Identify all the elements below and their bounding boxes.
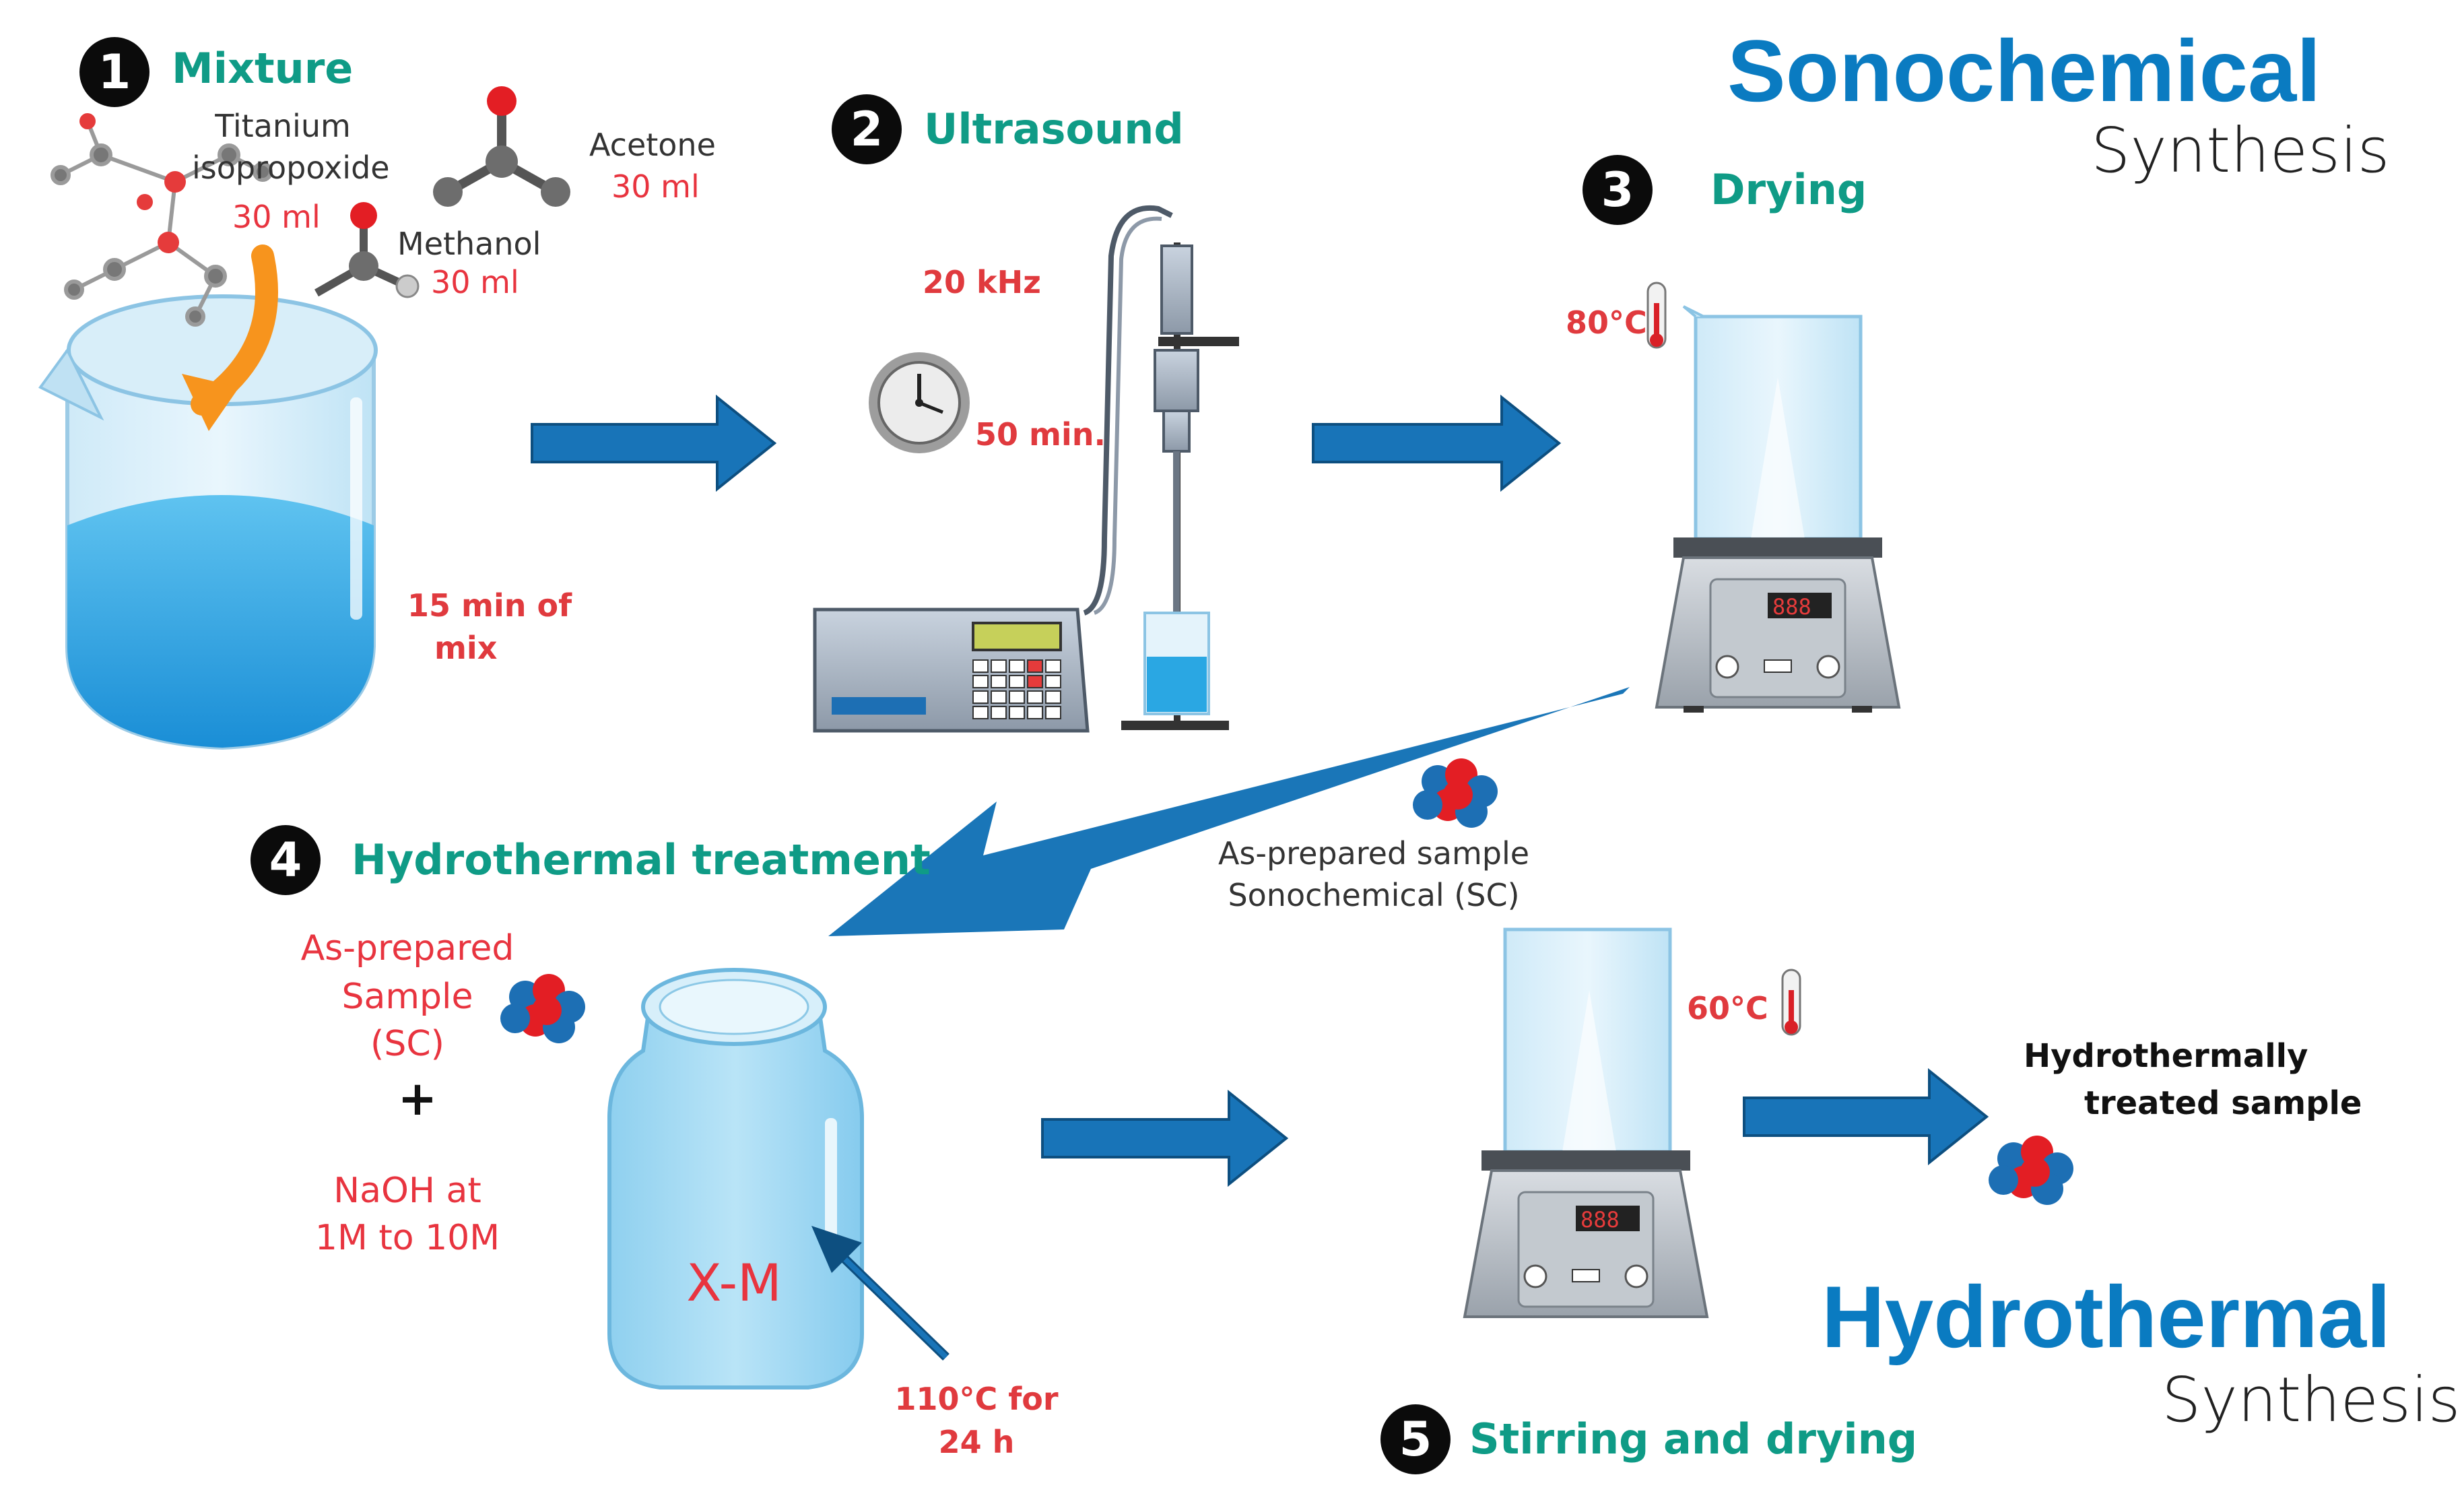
- flow-arrow-icon: [828, 687, 1630, 936]
- step-1-title: Mixture: [172, 44, 354, 93]
- step-3-badge: 3: [1583, 155, 1653, 225]
- hotplate-stirrer-icon: 888: [1463, 927, 1709, 1318]
- sample-line2: Sample: [341, 977, 473, 1017]
- titanium-label: Titanium: [215, 108, 351, 144]
- sample-line3: (SC): [370, 1024, 444, 1064]
- sonochemical-subtitle: Synthesis: [2091, 115, 2390, 187]
- methanol-amount: 30 ml: [431, 264, 519, 300]
- hotplate-stirrer-icon: 888: [1655, 305, 1901, 713]
- pour-arrow-icon: [182, 244, 278, 431]
- beaker-icon: [38, 294, 378, 750]
- result-line2: treated sample: [2084, 1084, 2362, 1122]
- flow-arrow-icon: [531, 394, 777, 492]
- step-5-title: Stirring and drying: [1469, 1414, 1918, 1464]
- mix-time-line1: 15 min of: [407, 587, 572, 624]
- duration-label: 50 min.: [975, 416, 1106, 453]
- plus-sign: +: [397, 1071, 438, 1126]
- svg-text:888: 888: [1580, 1207, 1620, 1233]
- jar-icon: [607, 968, 864, 1389]
- step-4-title: Hydrothermal treatment: [352, 835, 931, 884]
- step-5-badge: 5: [1380, 1404, 1451, 1474]
- titanium-amount: 30 ml: [232, 199, 321, 235]
- condition-line2: 24 h: [938, 1424, 1015, 1460]
- sample-line1: As-prepared: [300, 928, 514, 969]
- methanol-label: Methanol: [397, 226, 541, 262]
- sonochemical-sc-label: Sonochemical (SC): [1228, 877, 1520, 913]
- acetone-label: Acetone: [589, 127, 716, 163]
- naoh-line2: 1M to 10M: [314, 1218, 500, 1258]
- flow-arrow-icon: [1312, 394, 1562, 492]
- thermometer-icon: [1781, 969, 1801, 1036]
- ultrasound-device-icon: [813, 205, 1239, 733]
- condition-line1: 110°C for: [894, 1381, 1059, 1417]
- step-2-badge: 2: [832, 94, 902, 164]
- flow-arrow-icon: [1041, 1089, 1289, 1187]
- molecule-icon: [51, 113, 273, 327]
- acetone-amount: 30 ml: [611, 168, 700, 205]
- step-2-title: Ultrasound: [924, 104, 1184, 154]
- jar-label: X-M: [686, 1253, 782, 1313]
- clock-icon: [869, 352, 970, 453]
- heat-arrow-icon: [811, 1226, 950, 1361]
- flow-arrow-icon: [1743, 1068, 1989, 1166]
- step-4-badge: 4: [251, 825, 321, 895]
- nanoparticle-cluster-icon: [500, 974, 585, 1043]
- stirring-temperature: 60°C: [1687, 990, 1768, 1026]
- methanol-molecule-icon: [314, 202, 420, 298]
- hydrothermal-subtitle: Synthesis: [2162, 1364, 2461, 1436]
- frequency-label: 20 kHz: [923, 264, 1041, 300]
- result-line1: Hydrothermally: [2024, 1037, 2308, 1075]
- thermometer-icon: [1646, 282, 1667, 349]
- nanoparticle-cluster-icon: [1413, 758, 1498, 828]
- naoh-line1: NaOH at: [333, 1171, 481, 1211]
- nanoparticle-cluster-icon: [1989, 1136, 2073, 1205]
- step-3-title: Drying: [1710, 165, 1867, 214]
- as-prepared-sample-label: As-prepared sample: [1218, 835, 1530, 872]
- acetone-molecule-icon: [433, 86, 570, 207]
- sonochemical-title: Sonochemical: [1727, 22, 2321, 120]
- isopropoxide-label: isopropoxide: [192, 150, 390, 186]
- svg-text:888: 888: [1772, 594, 1811, 620]
- mix-time-line2: mix: [434, 630, 498, 666]
- hydrothermal-title: Hydrothermal: [1822, 1268, 2391, 1366]
- drying-temperature: 80°C: [1566, 304, 1647, 341]
- step-1-badge: 1: [79, 37, 149, 107]
